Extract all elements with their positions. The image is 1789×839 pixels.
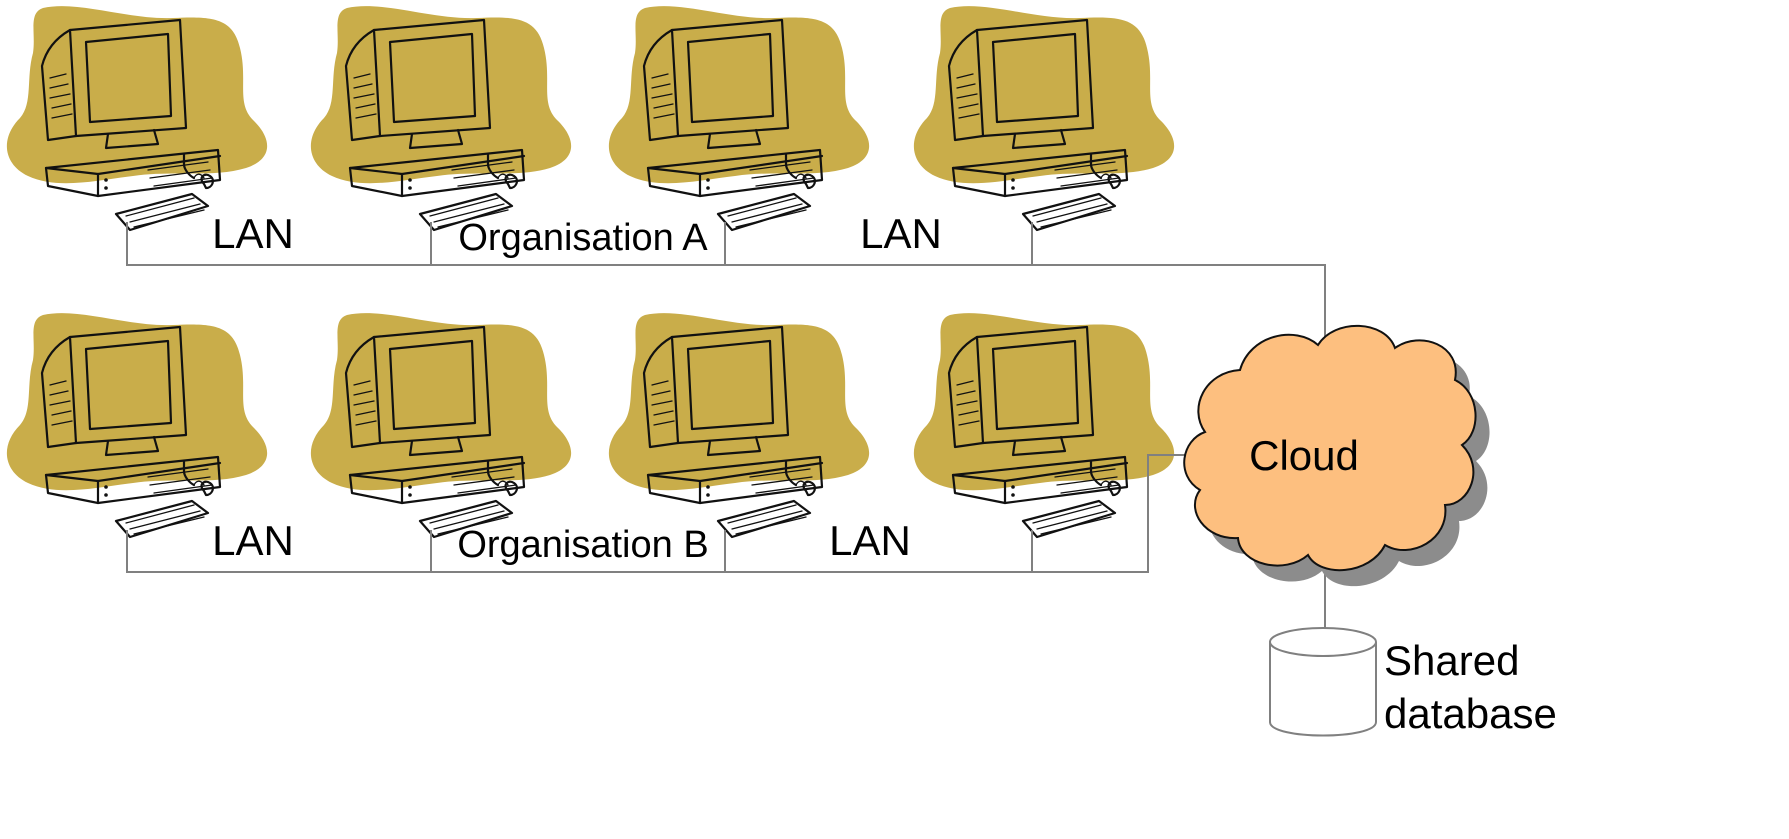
computer-icon-b3 (609, 313, 869, 537)
organisation-b-label: Organisation B (457, 524, 708, 566)
database-label-line2: database (1384, 690, 1557, 737)
computer-icon-a2 (311, 6, 571, 230)
computer-icon-a4 (914, 6, 1174, 230)
computer-icon-a1 (7, 6, 267, 230)
lan-label-a-right: LAN (860, 210, 942, 257)
computer-icon-b4 (914, 313, 1174, 537)
computer-icon-a3 (609, 6, 869, 230)
database-cylinder-icon (1270, 628, 1376, 736)
lan-label-b-left: LAN (212, 517, 294, 564)
organisation-a-label: Organisation A (458, 217, 708, 259)
lan-label-a-left: LAN (212, 210, 294, 257)
lan-label-b-right: LAN (829, 517, 911, 564)
computer-icon-b2 (311, 313, 571, 537)
database-label-line1: Shared (1384, 637, 1519, 684)
cloud-label: Cloud (1249, 432, 1359, 479)
computer-icon-b1 (7, 313, 267, 537)
